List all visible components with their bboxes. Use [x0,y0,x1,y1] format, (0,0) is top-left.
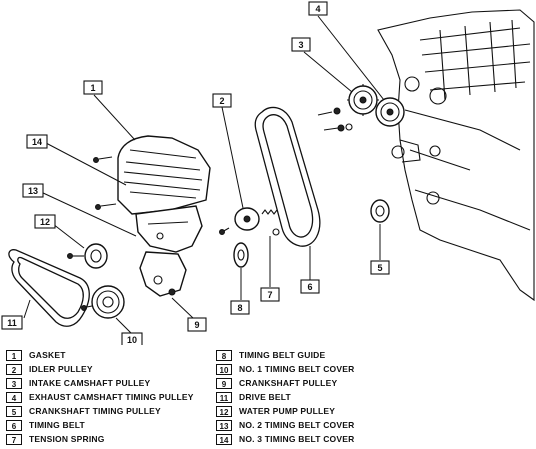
legend-label: NO. 3 TIMING BELT COVER [239,434,355,444]
no1-timing-belt-cover [139,251,187,297]
legend-number: 12 [216,405,232,417]
crankshaft-pulley [81,285,125,319]
engine-block [377,9,535,302]
callout-7: 7 [260,287,280,302]
svg-text:7: 7 [267,290,272,300]
legend-number: 2 [6,363,22,375]
legend-number: 4 [6,391,22,403]
exhaust-camshaft-pulley [375,97,405,127]
idler-pulley [219,207,260,235]
intake-camshaft-pulley [347,84,379,116]
legend-item: 11 DRIVE BELT [216,390,291,404]
callout-2: 2 [212,93,232,108]
leader-lines [23,15,385,334]
legend-label: TIMING BELT [29,420,85,430]
legend-item: 2 IDLER PULLEY [6,362,93,376]
callout-9: 9 [187,317,207,332]
legend-label: CRANKSHAFT TIMING PULLEY [29,406,161,416]
timing-belt-guide [233,242,249,268]
callout-6: 6 [300,279,320,294]
legend-item: 14 NO. 3 TIMING BELT COVER [216,432,354,446]
legend-number: 8 [216,349,232,361]
legend-label: NO. 2 TIMING BELT COVER [239,420,355,430]
timing-belt [254,106,321,247]
legend-number: 7 [6,433,22,445]
legend-item: 7 TENSION SPRING [6,432,105,446]
legend-item: 4 EXHAUST CAMSHAFT TIMING PULLEY [6,390,194,404]
callout-1: 1 [83,80,103,95]
legend-number: 6 [6,419,22,431]
svg-text:11: 11 [7,318,17,328]
parts-legend: 1 GASKET 2 IDLER PULLEY 3 INTAKE CAMSHAFT P… [0,346,536,448]
svg-text:5: 5 [377,263,382,273]
legend-number: 14 [216,433,232,445]
crankshaft-timing-pulley [370,145,405,223]
legend-label: DRIVE BELT [239,392,291,402]
svg-text:3: 3 [298,40,303,50]
drive-belt [8,249,90,327]
legend-label: INTAKE CAMSHAFT PULLEY [29,378,151,388]
legend-label: GASKET [29,350,66,360]
svg-text:9: 9 [194,320,199,330]
legend-number: 9 [216,377,232,389]
legend-item: 13 NO. 2 TIMING BELT COVER [216,418,354,432]
callout-12: 12 [34,214,56,229]
no3-timing-belt-cover [93,135,211,215]
callout-8: 8 [230,300,250,315]
svg-text:14: 14 [32,137,42,147]
tension-spring [261,209,280,236]
svg-text:4: 4 [315,4,320,14]
exploded-diagram: 1 2 3 4 5 6 7 8 9 10 11 12 13 14 [1,1,535,345]
svg-text:1: 1 [90,83,95,93]
legend-item: 1 GASKET [6,348,66,362]
legend-label: WATER PUMP PULLEY [239,406,336,416]
legend-number: 11 [216,391,232,403]
no2-timing-belt-cover [135,205,203,253]
svg-text:13: 13 [28,186,38,196]
legend-item: 10 NO. 1 TIMING BELT COVER [216,362,354,376]
callout-3: 3 [291,37,311,52]
legend-item: 6 TIMING BELT [6,418,85,432]
legend-number: 10 [216,363,232,375]
callout-5: 5 [370,260,390,275]
legend-item: 3 INTAKE CAMSHAFT PULLEY [6,376,150,390]
callout-4: 4 [308,1,328,16]
legend-item: 8 TIMING BELT GUIDE [216,348,325,362]
legend-number: 1 [6,349,22,361]
legend-item: 9 CRANKSHAFT PULLEY [216,376,337,390]
svg-text:6: 6 [307,282,312,292]
legend-label: TIMING BELT GUIDE [239,350,326,360]
legend-number: 3 [6,377,22,389]
callout-13: 13 [22,183,44,198]
callout-10: 10 [121,332,143,345]
legend-item: 5 CRANKSHAFT TIMING PULLEY [6,404,161,418]
legend-label: IDLER PULLEY [29,364,93,374]
legend-number: 5 [6,405,22,417]
legend-label: TENSION SPRING [29,434,105,444]
svg-text:10: 10 [127,335,137,345]
legend-number: 13 [216,419,232,431]
svg-text:2: 2 [219,96,224,106]
svg-text:8: 8 [237,303,242,313]
water-pump-pulley [67,243,108,269]
callout-14: 14 [26,134,48,149]
legend-label: NO. 1 TIMING BELT COVER [239,364,355,374]
legend-label: CRANKSHAFT PULLEY [239,378,338,388]
svg-text:12: 12 [40,217,50,227]
callout-11: 11 [1,315,23,330]
legend-label: EXHAUST CAMSHAFT TIMING PULLEY [29,392,194,402]
legend-item: 12 WATER PUMP PULLEY [216,404,335,418]
cam-bolts [317,107,353,132]
